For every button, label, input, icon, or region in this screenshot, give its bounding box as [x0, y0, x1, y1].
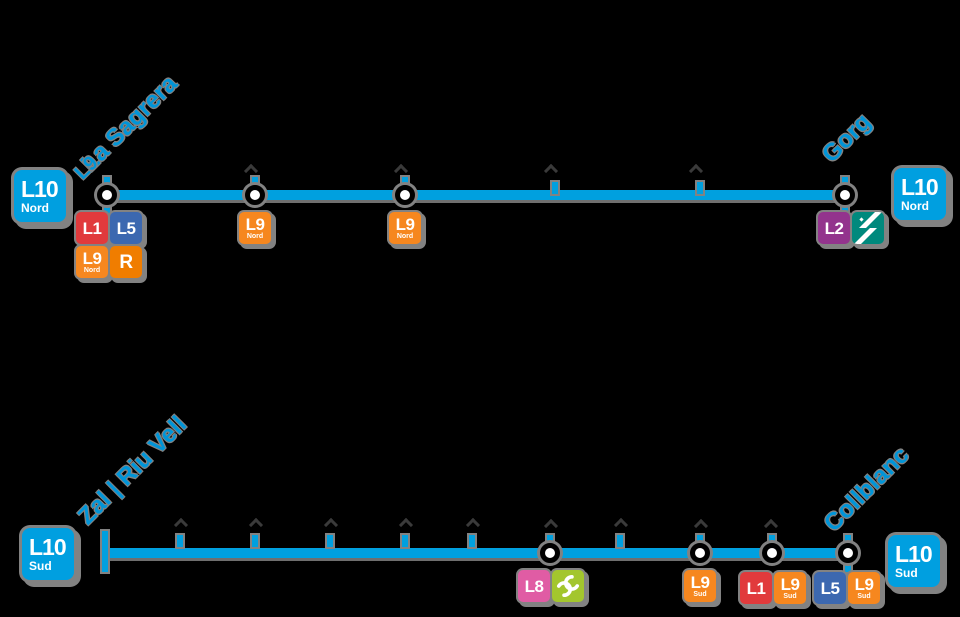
station-marker	[762, 543, 782, 563]
badge-sublabel: Nord	[396, 232, 414, 240]
l10-badge-line-label: L10	[29, 533, 67, 560]
station-marker-gorg	[835, 185, 855, 205]
badge-label: R	[119, 251, 133, 273]
station-tick	[250, 533, 260, 549]
badge-label: L5	[116, 218, 136, 238]
station-name-remnant	[688, 163, 704, 179]
badge-label: L9	[82, 248, 102, 268]
station-name-remnant	[398, 517, 414, 533]
terminus-label-collblanc: Collblanc	[818, 441, 915, 537]
l10-badge-line-label: L10	[901, 173, 939, 200]
badge-label: L9	[780, 574, 800, 594]
rail-nord	[105, 190, 850, 200]
station-name-remnant	[693, 518, 709, 534]
badge-sublabel: Nord	[246, 232, 264, 240]
station-name-remnant	[543, 163, 559, 179]
station-marker	[690, 543, 710, 563]
l10-badge-branch-label: Nord	[901, 198, 929, 213]
station-name-remnant	[248, 517, 264, 533]
l10-badge-line-label: L10	[895, 540, 933, 567]
station-name-remnant	[613, 517, 629, 533]
badge-sublabel: Sud	[857, 592, 871, 600]
line-badge-l2: L2	[818, 212, 850, 244]
line-badge-l9-sud: L9 Sud	[848, 572, 880, 604]
line-badge-l1: L1	[76, 212, 108, 244]
station-name-remnant	[465, 517, 481, 533]
line-badge-l9-nord: L9 Nord	[389, 212, 421, 244]
badge-sublabel: Sud	[783, 592, 797, 600]
badge-label: L9	[245, 214, 265, 234]
station-tick	[175, 533, 185, 549]
station-marker	[245, 185, 265, 205]
l10-badge-line-label: L10	[21, 175, 59, 202]
l10-badge-branch-label: Sud	[895, 565, 918, 580]
l10-nord-badge-left: L10 Nord	[14, 170, 66, 222]
tram-icon	[852, 212, 884, 244]
line-badge-l9-nord: L9 Nord	[76, 246, 108, 278]
line-badge-l1: L1	[740, 572, 772, 604]
station-tick	[615, 533, 625, 549]
line-badge-rodalies: R	[110, 246, 142, 278]
l10-nord-badge-right: L10 Nord	[894, 168, 946, 220]
badge-label: L1	[82, 218, 102, 238]
station-name-remnant	[543, 518, 559, 534]
station-tick	[550, 180, 560, 196]
station-marker	[395, 185, 415, 205]
badge-label: L2	[824, 218, 844, 238]
station-name-remnant	[323, 517, 339, 533]
station-name-remnant	[763, 518, 779, 534]
badge-sublabel: Nord	[83, 266, 101, 274]
line-badge-l5: L5	[110, 212, 142, 244]
station-tick	[400, 533, 410, 549]
badge-label: L9	[690, 572, 710, 592]
badge-label: L9	[395, 214, 415, 234]
line-badge-l9-sud: L9 Sud	[774, 572, 806, 604]
terminus-label-zal-riu-vell: Zal | Riu Vell	[72, 410, 193, 530]
l10-badge-branch-label: Nord	[21, 200, 49, 215]
rail-sud	[105, 548, 850, 558]
line-badge-l9-nord: L9 Nord	[239, 212, 271, 244]
terminus-label-gorg: Gorg	[816, 108, 877, 168]
l10-badge-branch-label: Sud	[29, 558, 52, 573]
l10-sud-badge-left: L10 Sud	[22, 528, 74, 580]
badge-label: L5	[820, 578, 840, 598]
badge-label: L9	[854, 574, 874, 594]
station-tick	[325, 533, 335, 549]
station-name-remnant	[173, 517, 189, 533]
badge-label: L1	[746, 578, 766, 598]
terminus-bar-zal	[100, 529, 110, 574]
station-marker-la-sagrera	[97, 185, 117, 205]
station-marker	[540, 543, 560, 563]
line-badge-l5: L5	[814, 572, 846, 604]
station-tick	[695, 180, 705, 196]
fgc-icon	[552, 570, 584, 602]
l10-sud-badge-right: L10 Sud	[888, 535, 940, 587]
badge-sublabel: Sud	[693, 590, 707, 598]
badge-label: L8	[524, 576, 544, 596]
station-marker-collblanc	[838, 543, 858, 563]
station-tick	[467, 533, 477, 549]
line-badge-l8: L8	[518, 570, 550, 602]
line-badge-l9-sud: L9 Sud	[684, 570, 716, 602]
